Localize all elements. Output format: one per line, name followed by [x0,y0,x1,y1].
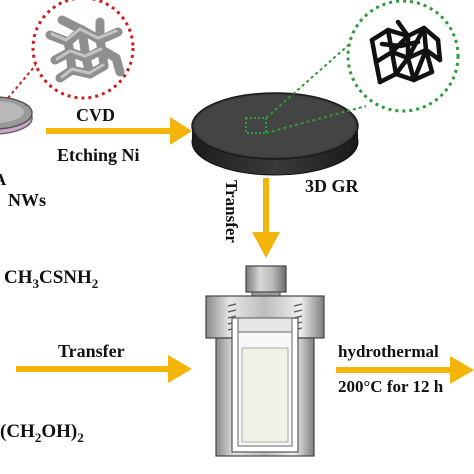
nws-label: NWs [8,190,46,210]
etching-label: Etching Ni [57,145,140,165]
graphene-zoom-guide-bottom [265,105,367,134]
transfer-vertical-label: Transfer [222,180,241,243]
graphene-disk [191,92,359,176]
nickel-zoom-guide-line [7,59,41,99]
a-partial-label: A [0,170,7,189]
nickel-foam-zoom [31,0,135,100]
3d-graphene-network-icon [369,19,443,85]
3d-gr-label: 3D GR [305,176,360,196]
graphene-zoom [346,0,460,113]
nickel-foam-sample [0,96,33,135]
reaction-solution [241,347,289,443]
cvd-arrow [46,117,192,145]
vertical-transfer-arrow [252,178,280,258]
graphene-selection-box [245,117,267,134]
conditions-label: 200°C for 12 h [338,377,444,396]
glycol-formula: (CH2OH)2 [0,421,84,445]
thioacetamide-formula: CH3CSNH2 [4,267,98,291]
transfer-horizontal-label: Transfer [58,341,125,361]
graphene-zoom-guide-top [265,41,353,119]
autoclave-icon [205,265,325,457]
horizontal-transfer-arrow [16,355,192,383]
hydrothermal-arrow [336,356,474,384]
hydrothermal-label: hydrothermal [338,342,439,361]
cvd-label: CVD [76,105,115,125]
